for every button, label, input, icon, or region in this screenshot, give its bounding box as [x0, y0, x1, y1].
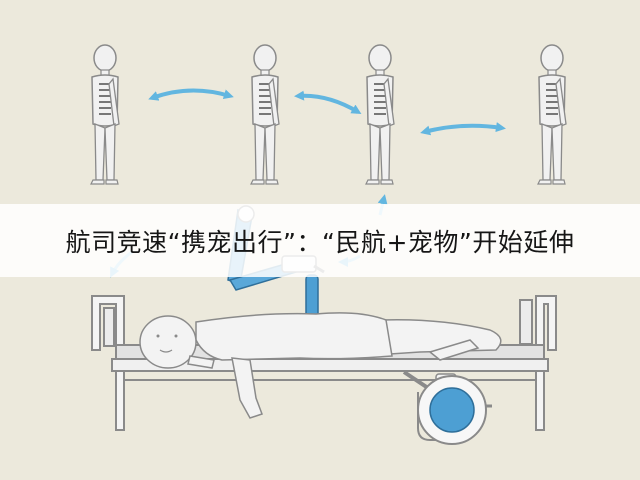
lying-figure	[139, 312, 502, 419]
standing-figure	[250, 44, 280, 185]
standing-figure	[537, 44, 567, 185]
headline-band: 航司竞速“携宠出行”：“民航+宠物”开始延伸	[0, 204, 640, 277]
standing-figure	[365, 44, 395, 185]
double-arrow-icon	[148, 88, 234, 101]
headline-text: 航司竞速“携宠出行”：“民航+宠物”开始延伸	[65, 227, 575, 257]
wheel	[402, 370, 492, 445]
standing-figure	[90, 44, 120, 185]
double-arrow-icon	[420, 122, 506, 136]
double-arrow-icon	[294, 90, 362, 115]
